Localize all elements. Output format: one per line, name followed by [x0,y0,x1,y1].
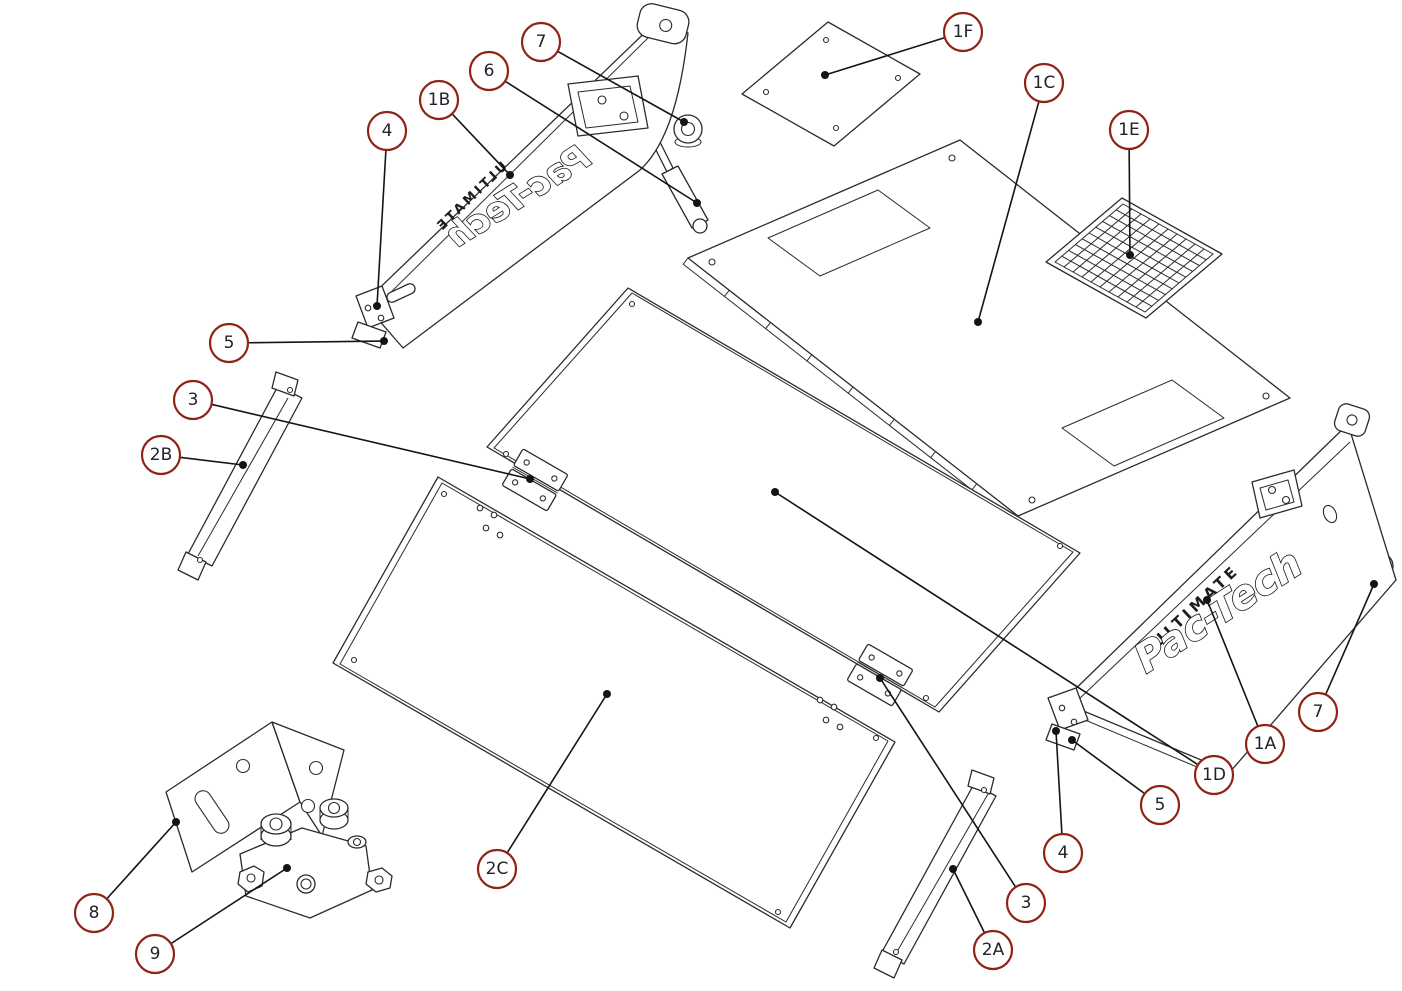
callout-circle [468,50,510,92]
part-hinge-upper [502,448,568,512]
callout-text: 8 [89,903,100,923]
callout-text: 6 [484,61,495,81]
callout-circle [520,21,562,63]
mesh-hatch-pattern [1061,208,1207,308]
callout-circle [73,892,115,934]
callout-2B: 2B [140,434,247,476]
callout-circle [1139,784,1181,826]
leader-dot [1203,596,1211,604]
top-tab [1333,403,1371,437]
callout-text: 9 [150,944,161,964]
callout-3: 3 [876,674,1047,924]
part-roller-left [673,114,703,148]
callout-circle [1244,723,1286,765]
leader-dot [1068,736,1076,744]
leader-dot [1052,727,1060,735]
callout-5: 5 [1068,736,1181,826]
callout-1B: 1B [418,79,514,179]
part-valve-block [237,798,393,919]
callout-text: 5 [224,333,235,353]
part-top-lid-panel [682,139,1291,523]
callout-circle [140,434,182,476]
callout-2C: 2C [476,690,611,890]
callout-circle [208,322,250,364]
callout-2A: 2A [949,865,1014,971]
callout-text: 1E [1118,120,1140,140]
top-tab [636,3,690,45]
callout-text: 4 [382,121,393,141]
callout-text: 7 [536,32,547,52]
callout-layer: 7 6 1B 4 5 3 2B 8 9 2C 1F 1C 1E 1A 1D 5 4 3 2A 7 [73,11,1378,975]
callout-circle [1042,832,1084,874]
callout-circle [172,379,214,421]
callout-text: 2A [982,940,1005,960]
callout-4: 4 [1042,727,1084,874]
callout-5: 5 [208,322,388,364]
callout-text: 5 [1155,795,1166,815]
leader-dot [283,864,291,872]
callout-text: 1C [1033,73,1056,93]
leader-dot [526,475,534,483]
callout-1F: 1F [821,11,984,79]
callout-circle [366,110,408,152]
part-door-panel [486,287,1081,713]
leader-dot [172,818,180,826]
callout-1C: 1C [974,62,1065,326]
leader-dot [949,865,957,873]
callout-circle [1108,109,1150,151]
part-trim-strip-right [873,769,997,979]
callout-7: 7 [520,21,688,126]
callout-7: 7 [1297,580,1378,733]
callout-text: 2C [486,859,509,879]
callout-9: 9 [134,864,291,975]
callout-circle [418,79,460,121]
callout-4: 4 [366,110,408,310]
callout-circle [1023,62,1065,104]
leader-dot [1126,251,1134,259]
leader-dot [380,337,388,345]
callout-text: 7 [1313,702,1324,722]
callout-1D: 1D [771,488,1235,796]
leader-dot [373,302,381,310]
callout-circle [972,929,1014,971]
callout-3: 3 [172,379,534,483]
leader-dot [680,118,688,126]
part-access-plate [741,21,921,147]
callout-text: 1A [1254,734,1277,754]
callout-circle [1005,882,1047,924]
callout-text: 3 [188,390,199,410]
leader-dot [771,488,779,496]
callout-6: 6 [468,50,701,207]
leader-dot [1370,580,1378,588]
leader-dot [876,674,884,682]
leader-dot [603,690,611,698]
leader-dot [974,318,982,326]
callout-text: 3 [1021,893,1032,913]
part-mesh-screen [1045,197,1223,319]
callout-8: 8 [73,818,180,934]
part-trim-strip-left [177,371,303,581]
leader-dot [506,171,514,179]
callout-circle [134,933,176,975]
leader-dot [693,199,701,207]
callout-1E: 1E [1108,109,1150,259]
callout-text: 1F [953,22,974,42]
callout-circle [1193,754,1235,796]
leader-dot [821,71,829,79]
callout-text: 4 [1058,843,1069,863]
callout-circle [1297,691,1339,733]
callout-text: 1D [1202,765,1226,785]
callout-text: 2B [150,445,172,465]
part-front-panel [332,476,896,929]
callout-1A: 1A [1203,596,1286,765]
callout-circle [476,848,518,890]
callout-text: 1B [428,90,450,110]
callout-circle [942,11,984,53]
part-hinge-lower [847,643,913,707]
leader-dot [239,461,247,469]
